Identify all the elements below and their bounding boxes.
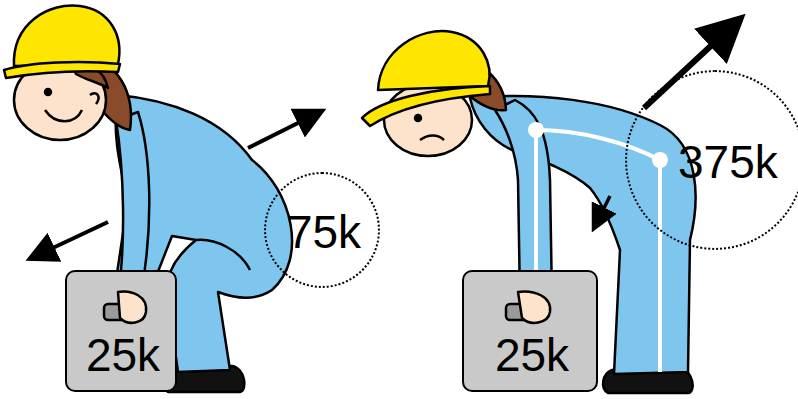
weight-label: 75k xyxy=(287,209,361,255)
weight-label: 25k xyxy=(495,332,569,378)
load-box: 25k xyxy=(462,270,598,392)
weight-label: 375k xyxy=(678,139,778,185)
load-box: 25k xyxy=(65,270,177,392)
squat-worker xyxy=(4,6,312,392)
bending-worker xyxy=(362,30,728,393)
load-circle: 75k xyxy=(264,172,380,288)
weight-label: 25k xyxy=(86,332,160,378)
load-circle: 375k xyxy=(625,70,798,250)
